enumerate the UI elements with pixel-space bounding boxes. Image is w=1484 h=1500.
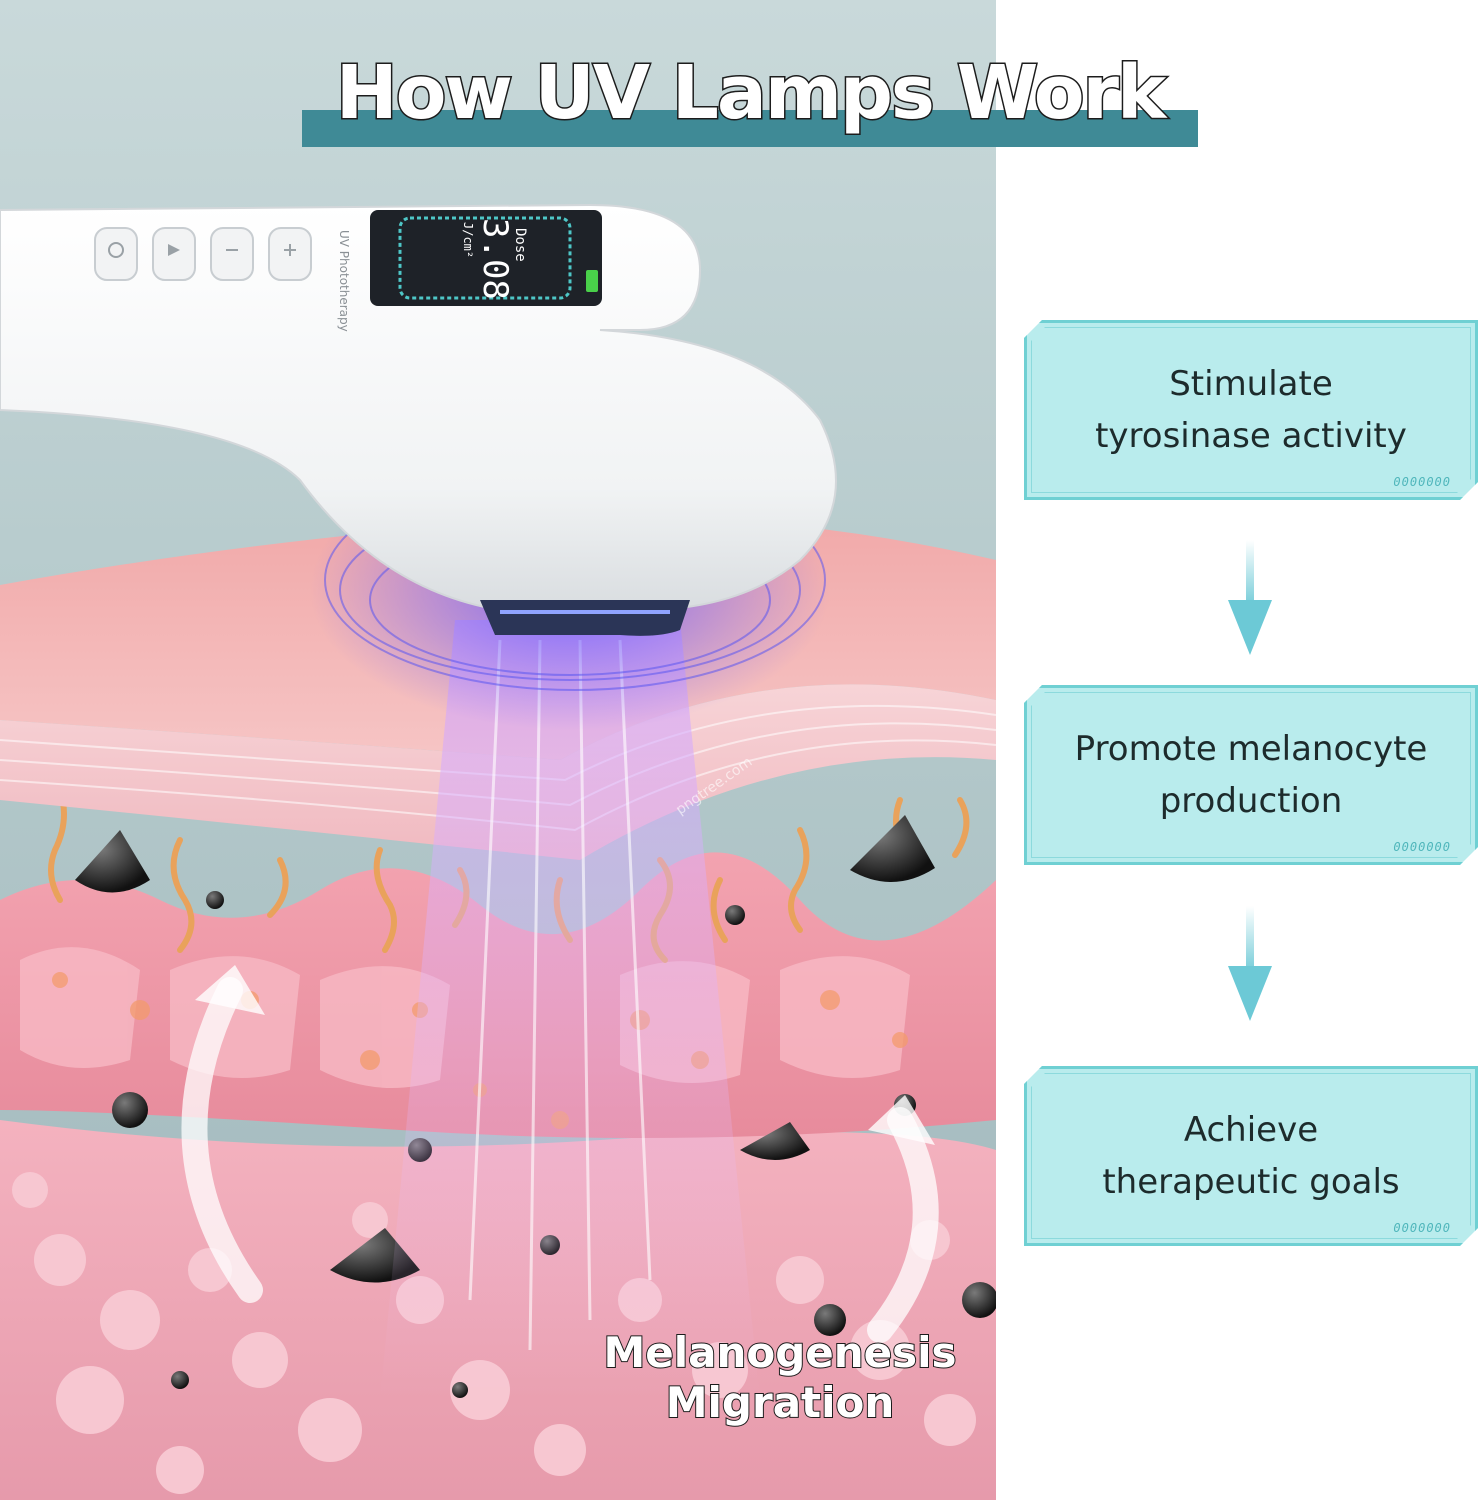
- device-screen: [370, 210, 602, 306]
- migration-arrow-left: [181, 977, 263, 1303]
- migration-arrow-right: [867, 1107, 939, 1343]
- power-icon[interactable]: [94, 227, 138, 281]
- device-buttons: [94, 227, 312, 281]
- down-arrow-icon: [1228, 906, 1272, 1021]
- illustration-panel: Dose 3.08 J/cm² UV Phototherapy pngtree.…: [0, 0, 996, 1500]
- screen-unit: J/cm²: [461, 222, 475, 258]
- step-card-1: Stimulate tyrosinase activity 0000000: [1024, 320, 1478, 500]
- step-text-1: Stimulate tyrosinase activity: [1095, 364, 1407, 456]
- minus-icon[interactable]: [210, 227, 254, 281]
- step-deco-3: 0000000: [1393, 1221, 1451, 1235]
- step-deco-1: 0000000: [1393, 475, 1451, 489]
- uv-rays: [468, 639, 652, 1351]
- uv-device: [0, 203, 837, 611]
- step-card-2: Promote melanocyte production 0000000: [1024, 685, 1478, 865]
- down-arrow-icon: [1228, 540, 1272, 655]
- melanogenesis-caption: Melanogenesis Migration: [602, 1327, 957, 1428]
- page-title: How UV Lamps Work: [334, 49, 1168, 138]
- step-text-2: Promote melanocyte production: [1074, 729, 1428, 821]
- battery-icon: [586, 270, 598, 292]
- step-text-3: Achieve therapeutic goals: [1102, 1110, 1400, 1202]
- title-underline-bar: [302, 110, 1198, 147]
- uv-lamp-head: [480, 600, 690, 636]
- brand-text: UV Phototherapy: [337, 230, 351, 332]
- step-deco-2: 0000000: [1393, 840, 1451, 854]
- screen-value: 3.08: [475, 218, 515, 300]
- screen-label: Dose: [512, 228, 528, 262]
- skin-illustration: Dose 3.08 J/cm² UV Phototherapy pngtree.…: [0, 203, 996, 1500]
- play-icon[interactable]: [152, 227, 196, 281]
- step-card-3: Achieve therapeutic goals 0000000: [1024, 1066, 1478, 1246]
